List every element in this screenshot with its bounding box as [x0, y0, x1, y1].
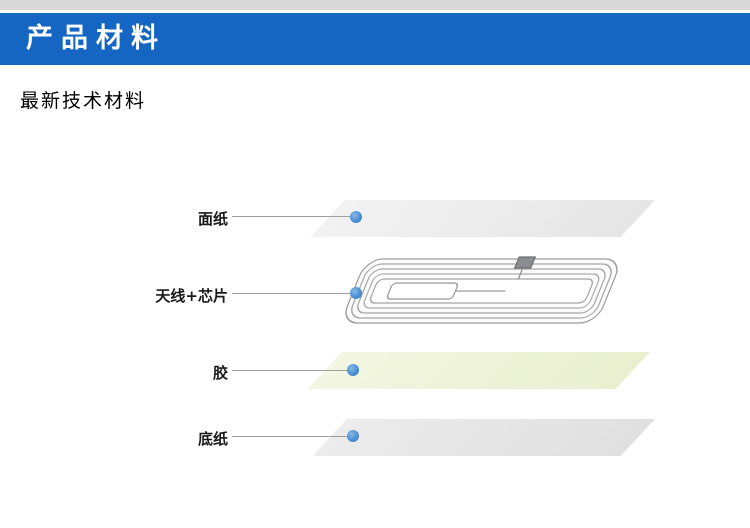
section-header: 产品材料	[0, 13, 750, 65]
liner-paper-sheet	[312, 419, 655, 456]
connector-line	[232, 216, 352, 217]
connector-line	[232, 370, 350, 371]
antenna-chip-label: 天线+芯片	[155, 287, 228, 305]
marker-dot	[347, 364, 359, 376]
section-title: 产品材料	[26, 23, 166, 54]
connector-line	[232, 293, 354, 294]
face-paper-label: 面纸	[197, 210, 228, 228]
marker-dot	[347, 430, 359, 442]
connector-line	[232, 436, 350, 437]
marker-dot	[350, 211, 362, 223]
marker-dot	[350, 287, 362, 299]
antenna-chip-inlay	[345, 256, 618, 324]
liner-paper-label: 底纸	[197, 430, 228, 448]
section-subtitle: 最新技术材料	[20, 90, 147, 112]
adhesive-label: 胶	[212, 364, 228, 382]
face-paper-sheet	[310, 200, 655, 237]
top-divider-strip	[0, 0, 750, 10]
